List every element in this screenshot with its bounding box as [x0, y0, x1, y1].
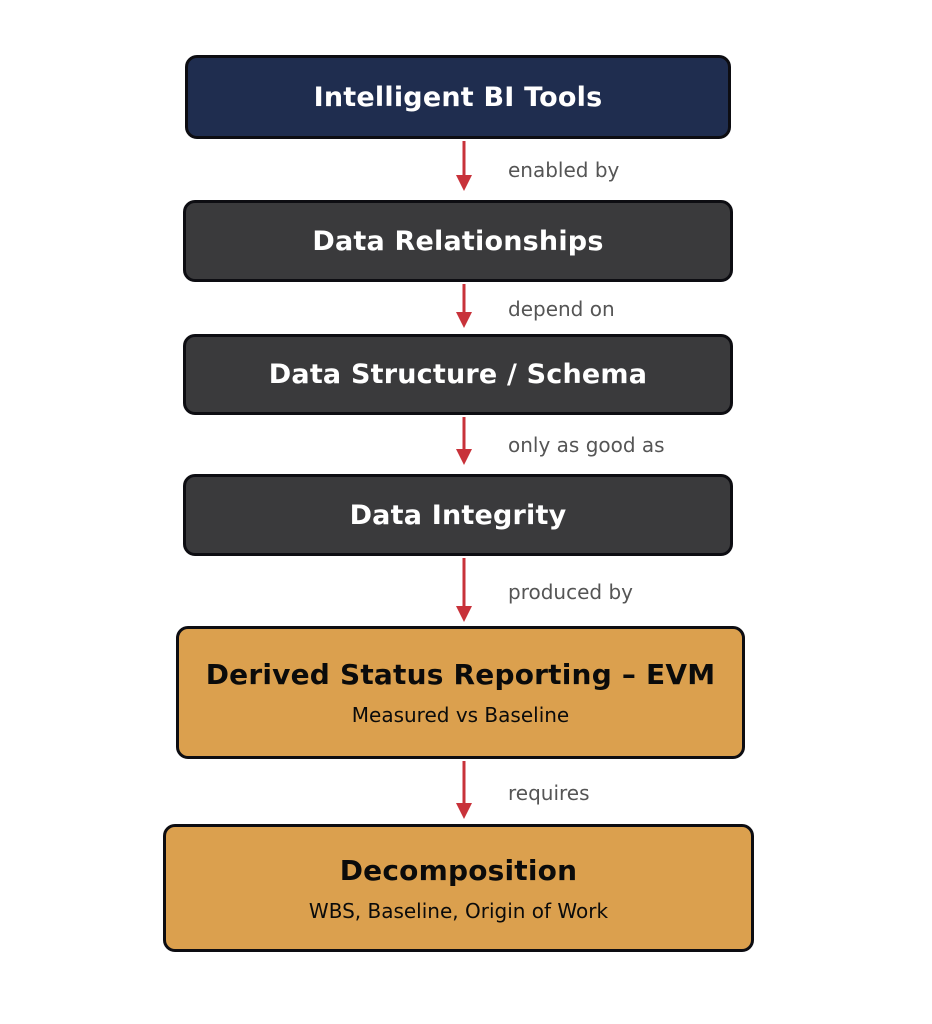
node-intelligent-bi-tools: Intelligent BI Tools — [185, 55, 731, 139]
node-subtitle: WBS, Baseline, Origin of Work — [308, 898, 609, 923]
down-arrow-icon — [454, 761, 474, 821]
connector-label-enabled-by: enabled by — [508, 158, 620, 182]
down-arrow-icon — [454, 417, 474, 467]
node-title: Intelligent BI Tools — [313, 81, 603, 113]
down-arrow-icon — [454, 284, 474, 330]
node-title: Data Relationships — [312, 225, 604, 257]
node-title: Derived Status Reporting – EVM — [205, 658, 716, 691]
connector-label-requires: requires — [508, 781, 590, 805]
node-title: Data Structure / Schema — [268, 359, 648, 390]
down-arrow-icon — [454, 141, 474, 193]
node-subtitle: Measured vs Baseline — [351, 703, 570, 727]
connector-label-produced-by: produced by — [508, 580, 633, 604]
node-title: Decomposition — [339, 853, 578, 887]
down-arrow-icon — [454, 558, 474, 624]
connector-label-depend-on: depend on — [508, 297, 615, 321]
node-data-integrity: Data Integrity — [183, 474, 733, 556]
connector-label-only-as-good-as: only as good as — [508, 433, 665, 457]
node-data-relationships: Data Relationships — [183, 200, 733, 282]
node-decomposition: Decomposition WBS, Baseline, Origin of W… — [163, 824, 754, 952]
node-data-structure-schema: Data Structure / Schema — [183, 334, 733, 415]
node-derived-status-reporting: Derived Status Reporting – EVM Measured … — [176, 626, 745, 759]
node-title: Data Integrity — [349, 499, 567, 531]
